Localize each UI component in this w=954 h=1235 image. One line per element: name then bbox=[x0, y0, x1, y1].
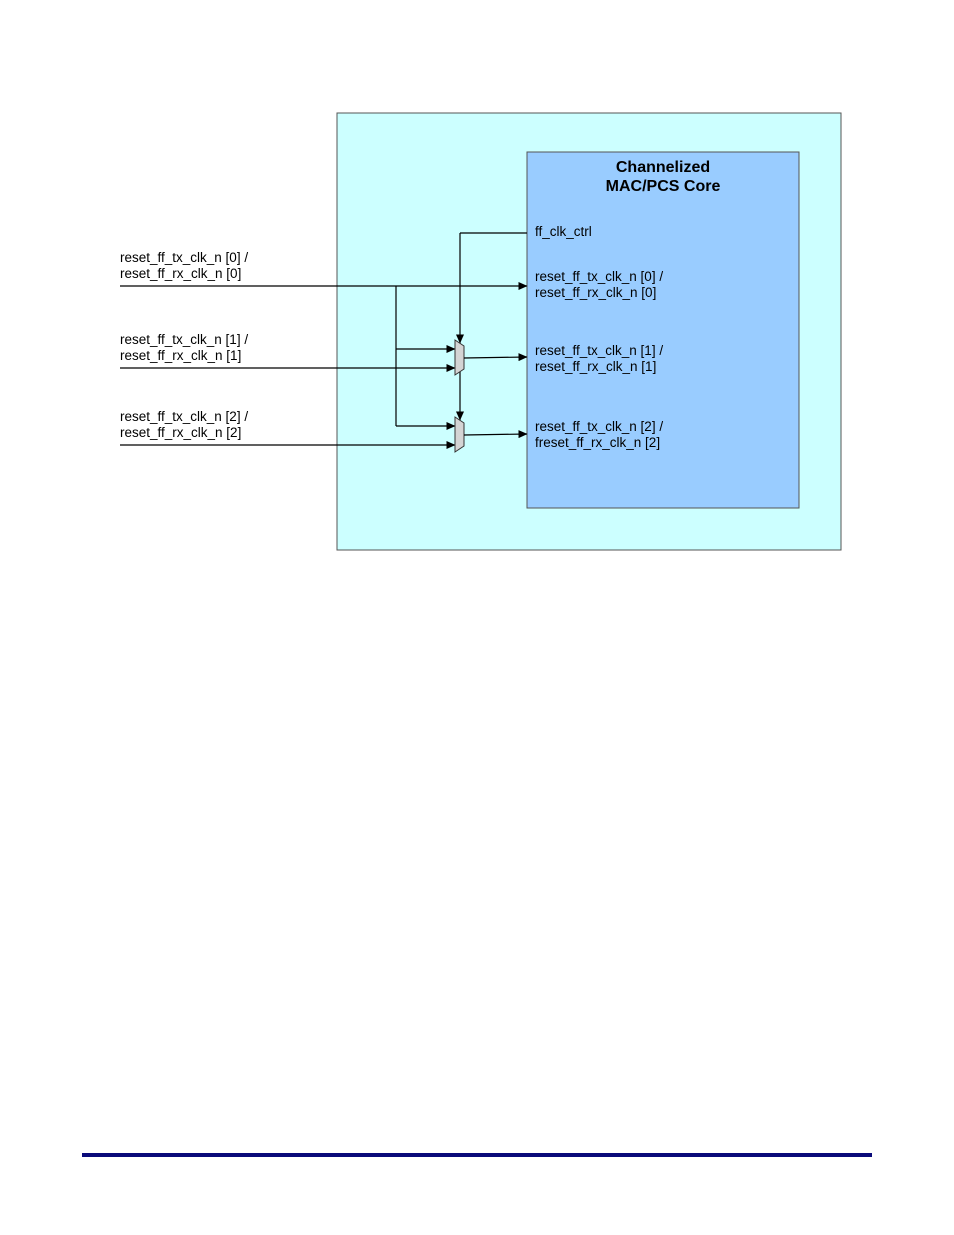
input0-label-line1: reset_ff_tx_clk_n [0] / bbox=[120, 250, 248, 265]
input2-label-line1: reset_ff_tx_clk_n [2] / bbox=[120, 409, 248, 424]
core-title-line1: Channelized bbox=[616, 159, 710, 176]
input1-label-line2: reset_ff_rx_clk_n [1] bbox=[120, 348, 241, 363]
mux-channel1 bbox=[454, 339, 465, 376]
footer-rule bbox=[82, 1153, 872, 1157]
port2-label-line2: freset_ff_rx_clk_n [2] bbox=[535, 435, 660, 450]
input0-label-line2: reset_ff_rx_clk_n [0] bbox=[120, 266, 241, 281]
mux2-output-wire bbox=[463, 430, 528, 439]
port1-label-line1: reset_ff_tx_clk_n [1] / bbox=[535, 343, 663, 358]
mux-channel2 bbox=[454, 416, 465, 453]
port0-label-line2: reset_ff_rx_clk_n [0] bbox=[535, 285, 656, 300]
input1-label-line1: reset_ff_tx_clk_n [1] / bbox=[120, 332, 248, 347]
port-clk-label: ff_clk_ctrl bbox=[535, 224, 592, 239]
core-title-line2: MAC/PCS Core bbox=[606, 178, 721, 195]
mux1-output-wire bbox=[463, 353, 528, 362]
port0-label-line1: reset_ff_tx_clk_n [0] / bbox=[535, 269, 663, 284]
port1-label-line2: reset_ff_rx_clk_n [1] bbox=[535, 359, 656, 374]
mac-pcs-core-block bbox=[526, 151, 800, 509]
port2-label-line1: reset_ff_tx_clk_n [2] / bbox=[535, 419, 663, 434]
input2-label-line2: reset_ff_rx_clk_n [2] bbox=[120, 425, 241, 440]
